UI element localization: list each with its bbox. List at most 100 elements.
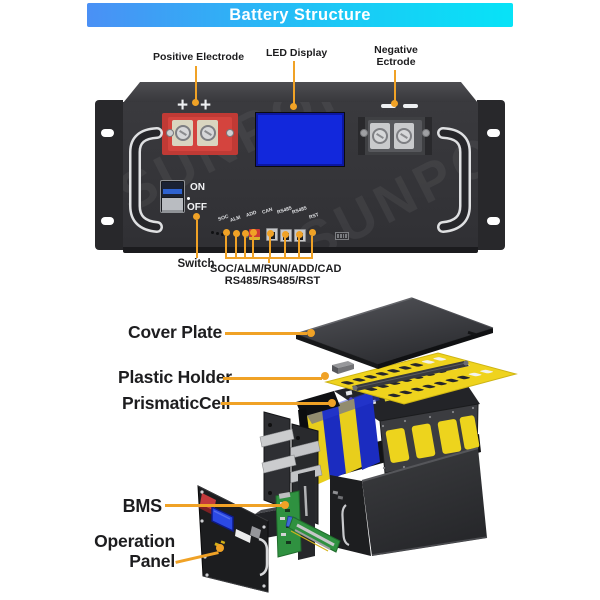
leader-dot xyxy=(391,100,398,107)
case-handle xyxy=(341,504,350,547)
leader-line xyxy=(269,236,271,258)
mounting-hole xyxy=(487,129,500,137)
label-prismatic-cell: PrismaticCell xyxy=(122,393,231,413)
mini-screw xyxy=(166,129,174,137)
on-label: ON xyxy=(190,182,205,193)
status-led xyxy=(216,232,219,235)
breaker-band xyxy=(163,189,182,194)
negative-terminal-block xyxy=(358,117,432,155)
operation-line1: Operation xyxy=(94,531,175,551)
bracket-post xyxy=(298,470,315,560)
operation-line2: Panel xyxy=(129,550,175,571)
leader-line xyxy=(165,504,282,507)
terminal-screw xyxy=(372,128,388,144)
leader-line xyxy=(298,236,300,258)
leader-dot xyxy=(307,329,315,337)
leader-dot xyxy=(223,229,230,236)
mini-screw xyxy=(422,129,430,137)
plus-symbol: + xyxy=(177,95,189,116)
label-negative-electrode: Negative Ectrode xyxy=(370,44,422,69)
leader-dot xyxy=(233,230,240,237)
leader-line xyxy=(225,236,227,258)
leader-line xyxy=(284,236,286,258)
led-display-screen xyxy=(255,112,345,167)
leader-line xyxy=(293,61,295,104)
panel-display xyxy=(211,505,234,533)
label-switch: Switch xyxy=(177,258,215,270)
plastic-holder-part xyxy=(324,352,518,405)
port-caption-rs485a: RS485 xyxy=(276,205,293,215)
port-caption-can: CAN xyxy=(261,206,274,215)
leader-dot xyxy=(309,229,316,236)
spring-clip xyxy=(259,428,295,448)
leader-line xyxy=(225,332,307,335)
leader-bracket xyxy=(225,257,313,259)
breaker-switch[interactable] xyxy=(160,180,185,213)
module-base xyxy=(296,424,481,484)
leader-dot xyxy=(282,231,289,238)
power-dot xyxy=(187,197,190,200)
off-label: OFF xyxy=(187,202,207,213)
cell-window xyxy=(459,415,480,450)
panel-bottom-edge xyxy=(123,247,478,253)
leader-dot xyxy=(192,99,199,106)
breaker-base xyxy=(162,198,183,213)
mounting-hole xyxy=(101,217,114,225)
label-bms: BMS xyxy=(122,496,163,516)
leader-line xyxy=(223,377,322,380)
plus-symbol: + xyxy=(200,95,212,116)
negative-line1: Negative xyxy=(374,44,418,56)
holder-holes xyxy=(341,357,494,398)
leader-line xyxy=(235,236,237,258)
battery-indicator xyxy=(335,232,349,240)
operation-panel-part xyxy=(197,485,269,593)
terminal-screw xyxy=(174,125,191,141)
minus-symbol xyxy=(381,104,396,108)
leader-dot xyxy=(250,229,257,236)
cell-terminals xyxy=(345,367,465,409)
title-banner: Battery Structure xyxy=(87,3,513,27)
leader-line xyxy=(195,66,197,100)
mounting-hole xyxy=(101,129,114,137)
panel-top-flange xyxy=(123,82,478,103)
negative-line2: Ectrode xyxy=(376,55,416,68)
module-rivets xyxy=(381,406,475,470)
leader-line xyxy=(244,236,246,258)
leader-dot xyxy=(321,372,329,380)
spring-clip xyxy=(261,454,297,474)
leader-line xyxy=(175,551,219,564)
leader-line xyxy=(252,236,254,258)
spring-clip xyxy=(287,464,323,484)
enclosure-case xyxy=(330,447,488,556)
bms-board xyxy=(275,490,302,558)
interface-board xyxy=(288,516,341,553)
terminal-pad xyxy=(370,123,390,149)
panel-handle xyxy=(258,537,269,577)
mounting-hole xyxy=(487,217,500,225)
mini-screw xyxy=(226,129,234,137)
terminal-screw xyxy=(396,128,412,144)
port-caption-alm: ALM xyxy=(229,214,242,223)
cell-window xyxy=(385,428,410,463)
label-ports-line1: SOC/ALM/RUN/ADD/CAD xyxy=(210,263,342,275)
leader-line xyxy=(196,220,198,258)
terminal-screw xyxy=(199,125,216,141)
leader-dot xyxy=(281,501,289,509)
label-operation-panel: Operation Panel xyxy=(93,531,175,571)
leader-dot xyxy=(216,544,224,552)
label-plastic-holder: Plastic Holder xyxy=(118,367,232,387)
rack-ear-left xyxy=(95,100,123,250)
leader-dot xyxy=(290,103,297,110)
label-cover-plate: Cover Plate xyxy=(128,322,223,342)
spring-clip xyxy=(285,440,321,460)
port-caption-soc: SOC xyxy=(217,213,230,222)
mini-screw xyxy=(360,129,368,137)
leader-dot xyxy=(296,231,303,238)
terminal-pad xyxy=(172,120,193,146)
battery-front-panel: SUNPOK SUNPOK ON OFF xyxy=(123,102,478,247)
bms-heatsink xyxy=(255,507,292,540)
terminal-pad xyxy=(197,120,218,146)
connector-block xyxy=(332,361,354,368)
cell-window xyxy=(437,419,462,454)
leader-line xyxy=(394,70,396,101)
